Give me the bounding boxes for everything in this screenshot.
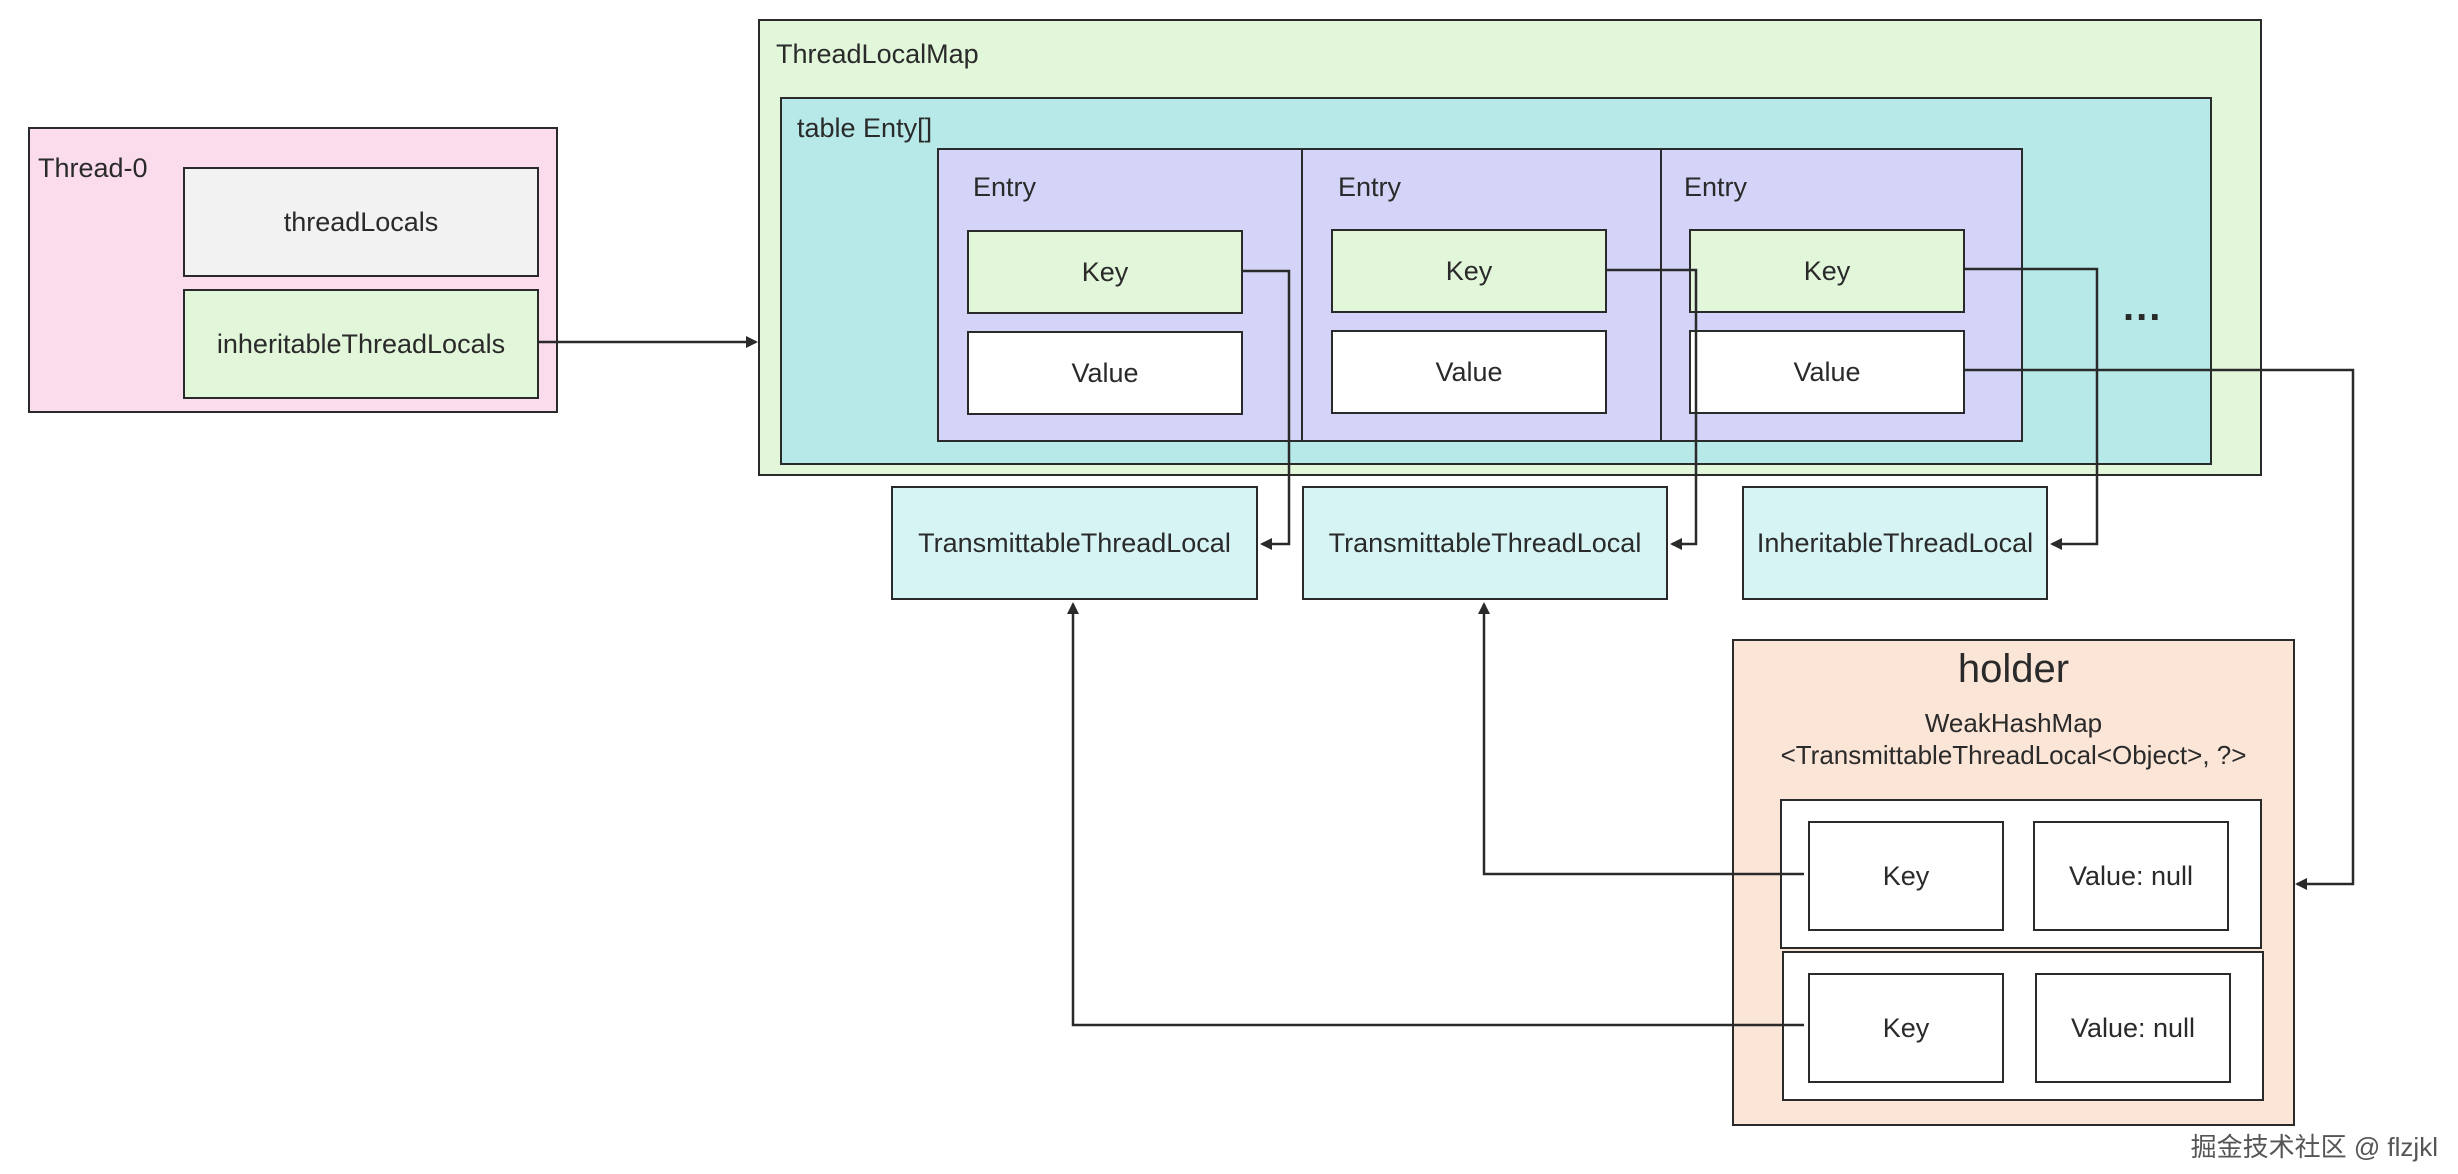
entry-title: Entry xyxy=(973,172,1037,202)
holder-box: holder WeakHashMap <TransmittableThreadL… xyxy=(1732,639,2295,1126)
holder-value: Value: null xyxy=(2035,973,2231,1083)
inheritable-thread-locals-field: inheritableThreadLocals xyxy=(183,289,539,399)
entry-box: Entry Key Value xyxy=(1660,148,2023,442)
entry-title: Entry xyxy=(1684,172,1748,202)
connector-holder-key2-to-ttl1 xyxy=(1067,602,1804,1027)
entry-title: Entry xyxy=(1338,172,1402,202)
more-entries-ellipsis: ... xyxy=(2123,285,2163,329)
holder-value: Value: null xyxy=(2033,821,2229,931)
holder-map-type-line2: <TransmittableThreadLocal<Object>, ?> xyxy=(1780,740,2247,770)
entry-key: Key xyxy=(1331,229,1607,313)
holder-row: Key Value: null xyxy=(1782,951,2264,1101)
holder-key: Key xyxy=(1808,821,2004,931)
thread-box: Thread-0 threadLocals inheritableThreadL… xyxy=(28,127,558,413)
thread-locals-field: threadLocals xyxy=(183,167,539,277)
inheritable-thread-local-box: InheritableThreadLocal xyxy=(1742,486,2048,600)
watermark: 掘金技术社区 @ flzjkl xyxy=(2190,1132,2438,1162)
entry-box: Entry Key Value xyxy=(1301,148,1663,442)
entry-table-title: table Enty[] xyxy=(797,113,933,143)
entry-box: Entry Key Value xyxy=(937,148,1303,442)
entry-key: Key xyxy=(967,230,1243,314)
entry-value: Value xyxy=(967,331,1243,415)
transmittable-thread-local-box: TransmittableThreadLocal xyxy=(1302,486,1668,600)
transmittable-thread-local-box: TransmittableThreadLocal xyxy=(891,486,1258,600)
holder-row: Key Value: null xyxy=(1780,799,2262,949)
holder-title: holder xyxy=(1957,647,2070,691)
entry-value: Value xyxy=(1331,330,1607,414)
entry-value: Value xyxy=(1689,330,1965,414)
thread-title: Thread-0 xyxy=(38,153,148,183)
holder-key: Key xyxy=(1808,973,2004,1083)
thread-local-map-title: ThreadLocalMap xyxy=(776,39,979,69)
holder-map-type-line1: WeakHashMap xyxy=(1924,708,2103,738)
entry-key: Key xyxy=(1689,229,1965,313)
